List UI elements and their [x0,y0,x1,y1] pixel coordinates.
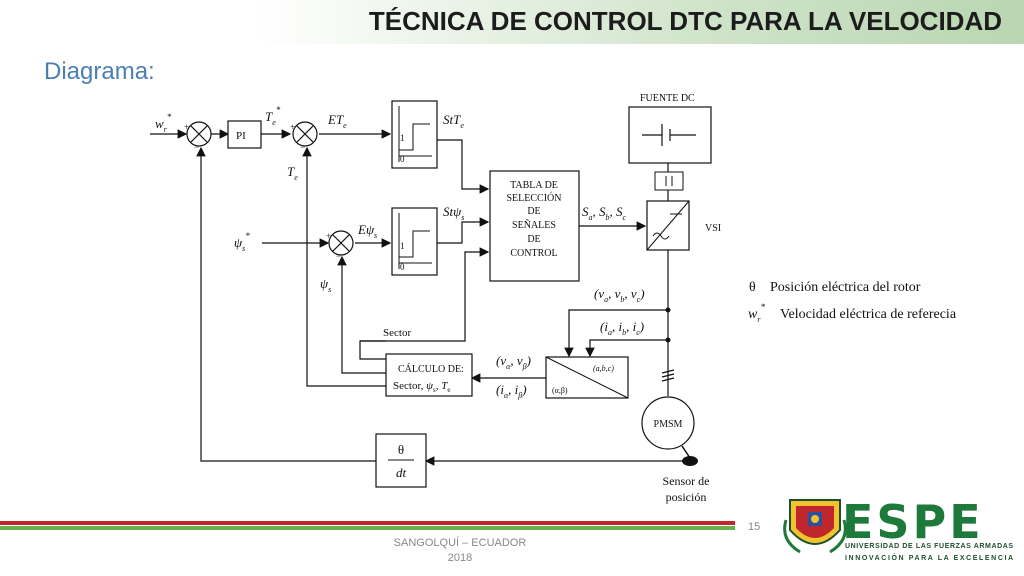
position-sensor-icon [682,456,698,466]
flux-ref-label: ψs* [234,231,250,253]
legend-speed-text: Velocidad eléctrica de referecia [780,307,957,322]
dc-source-label: FUENTE DC [640,93,695,104]
legend-theta-symbol: θ [749,280,756,295]
footer-stripe-red [0,521,735,525]
inverter-block [646,200,690,251]
espe-crest-logo [783,499,847,554]
table-line-1: TABLA DE [510,180,558,191]
flux-hysteresis-block: 1 0 [391,207,438,276]
espe-university-name: UNIVERSIDAD DE LAS FUERZAS ARMADAS [845,543,1014,550]
battery-icon [642,124,696,146]
motor-icon [641,396,695,450]
flux-summing-junction [328,230,354,256]
flux-feedback-label: ψs [320,276,331,294]
flux-hyst-one: 1 [400,241,405,251]
torque-feedback-label: Te [287,164,298,182]
pi-controller-block [227,120,262,149]
torque-hyst-zero: 0 [400,154,405,164]
svg-text:−: − [194,142,199,152]
title-band [0,0,1024,44]
table-line-4: SEÑALES [512,219,556,231]
svg-text:−: − [336,251,341,261]
sector-label: Sector [383,327,411,339]
calc-line-2: Sector, ψs, Te [393,380,450,394]
speed-summing-junction [186,121,212,147]
volt-alphabeta-label: (vα, vβ) [496,353,531,371]
calc-block [385,353,473,397]
selection-table-block [489,170,580,282]
torque-hyst-one: 1 [400,133,405,143]
sensor-line-2: posición [666,490,707,504]
torque-hysteresis-block: 1 0 [391,100,438,169]
table-line-6: CONTROL [510,248,557,259]
table-line-3: DE [527,206,540,217]
svg-text:−: − [300,142,305,152]
torque-state-label: StTe [443,112,464,130]
pi-label: PI [236,130,246,142]
sensor-line-1: Sensor de [663,474,710,488]
motor-label: PMSM [654,419,683,430]
svg-text:+: + [184,122,189,132]
flux-hyst-zero: 0 [400,262,405,272]
torque-summing-junction [292,121,318,147]
table-line-5: DE [527,234,540,245]
switch-signals-label: Sa, Sb, Sc [582,204,627,222]
voltages-abc-label: (va, vb, vc) [594,286,645,304]
inverter-label: VSI [705,223,721,234]
svg-text:+: + [326,231,331,241]
footer-year: 2018 [447,552,473,564]
legend-theta-text: Posición eléctrica del rotor [770,280,921,295]
footer-location: SANGOLQUÍ – ECUADOR [393,537,527,549]
clarke-transform-block: (a,b,c) (α,β) [545,356,629,399]
calc-line-1: CÁLCULO DE: [398,363,464,375]
speed-ref-label: wr* [155,112,172,134]
torque-ref-label: Te* [265,105,281,127]
flux-state-label: Stψs [443,204,464,222]
derivative-numerator: θ [398,442,404,457]
espe-motto: INNOVACIÓN PARA LA EXCELENCIA [845,555,1015,562]
espe-wordmark: ESPE [842,495,984,549]
page-number: 15 [748,521,761,533]
torque-error-label: ETe [327,112,347,130]
table-line-2: SELECCIÓN [507,192,562,204]
footer-stripe-green [0,526,735,530]
flux-error-label: Eψs [357,222,377,240]
derivative-denominator: dt [396,465,407,480]
svg-text:+: + [290,122,295,132]
slide-title: TÉCNICA DE CONTROL DTC PARA LA VELOCIDAD [368,6,1002,36]
curr-alphabeta-label: (iα, iβ) [496,382,527,400]
legend-speed-symbol: wr* [748,302,765,324]
svg-text:(α,β): (α,β) [552,386,568,395]
slide-subtitle: Diagrama: [44,58,155,85]
currents-abc-label: (ia, ib, ic) [600,319,644,337]
svg-text:(a,b,c): (a,b,c) [593,364,614,373]
